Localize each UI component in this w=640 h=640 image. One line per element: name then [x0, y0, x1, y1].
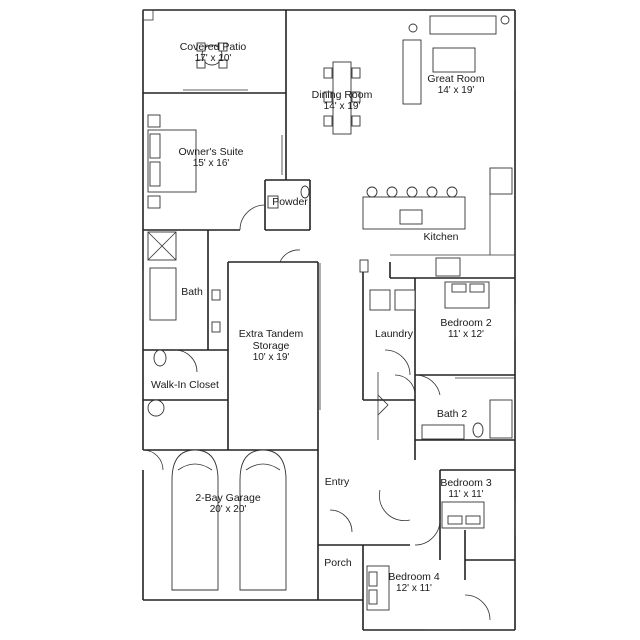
dining-table	[323, 61, 361, 135]
label-great-room: Great Room 14' x 19'	[427, 73, 484, 97]
kitchen-island	[359, 167, 515, 277]
bedroom-2-name: Bedroom 2	[440, 317, 492, 329]
great-room-size: 14' x 19'	[437, 85, 475, 96]
label-bedroom-4: Bedroom 4 12' x 11'	[388, 571, 439, 595]
extra-storage-size: 10' x 19'	[252, 352, 290, 363]
bath-2-name: Bath 2	[436, 408, 468, 420]
bedroom-4-size: 12' x 11'	[396, 583, 432, 594]
bedroom-2-bed	[444, 281, 515, 379]
label-covered-patio: Covered Patio 17' x 10'	[180, 41, 247, 65]
label-extra-storage: Extra Tandem Storage 10' x 19'	[239, 328, 304, 364]
label-bath-2: Bath 2	[437, 408, 467, 420]
label-walk-in-closet: Walk-In Closet	[151, 379, 219, 391]
dining-room-name: Dining Room	[311, 89, 373, 101]
garage-name: 2-Bay Garage	[195, 492, 261, 504]
kitchen-name: Kitchen	[423, 231, 459, 243]
great-room-furniture	[402, 15, 510, 105]
garage-cars	[171, 449, 287, 591]
bath-2-fixtures	[421, 399, 513, 440]
label-laundry: Laundry	[375, 328, 413, 340]
bedroom-3-name: Bedroom 3	[440, 477, 492, 489]
label-bedroom-2: Bedroom 2 11' x 12'	[440, 317, 491, 341]
bedroom-4-bed	[366, 565, 390, 611]
walk-in-closet-name: Walk-In Closet	[151, 379, 219, 391]
extra-storage-name-2: Storage	[252, 340, 290, 352]
powder-fixtures	[267, 185, 310, 209]
windows	[142, 40, 516, 631]
interior-walls	[143, 10, 515, 600]
covered-patio-size: 17' x 10'	[194, 53, 232, 64]
owners-suite-size: 15' x 16'	[192, 158, 230, 169]
laundry-name: Laundry	[375, 328, 413, 340]
label-bedroom-3: Bedroom 3 11' x 11'	[440, 477, 491, 501]
label-garage: 2-Bay Garage 20' x 20'	[195, 492, 260, 516]
bedroom-4-name: Bedroom 4	[388, 571, 440, 583]
label-kitchen: Kitchen	[423, 231, 458, 243]
extra-storage-name-1: Extra Tandem	[238, 328, 304, 340]
porch-name: Porch	[324, 557, 352, 569]
garage-size: 20' x 20'	[209, 504, 247, 515]
bedroom-2-size: 11' x 12'	[448, 329, 484, 340]
covered-patio-name: Covered Patio	[179, 41, 247, 53]
owners-suite-name: Owner's Suite	[178, 146, 244, 158]
bath-fixtures	[147, 231, 221, 417]
label-owners-suite: Owner's Suite 15' x 16'	[178, 146, 243, 170]
great-room-name: Great Room	[427, 73, 485, 85]
entry-name: Entry	[324, 476, 350, 488]
bath-name: Bath	[181, 286, 203, 298]
powder-name: Powder	[272, 196, 308, 208]
owners-bed	[147, 114, 283, 209]
label-bath: Bath	[181, 286, 203, 298]
patio-table	[196, 42, 228, 69]
doors	[142, 204, 491, 621]
dining-room-size: 14' x 19'	[323, 101, 361, 112]
bedroom-3-size: 11' x 11'	[448, 489, 484, 500]
bedroom-3-bed	[441, 501, 485, 529]
laundry-fixtures	[369, 289, 416, 440]
label-porch: Porch	[324, 557, 351, 569]
label-powder: Powder	[272, 196, 308, 208]
label-entry: Entry	[325, 476, 350, 488]
label-dining-room: Dining Room 14' x 19'	[312, 89, 373, 113]
